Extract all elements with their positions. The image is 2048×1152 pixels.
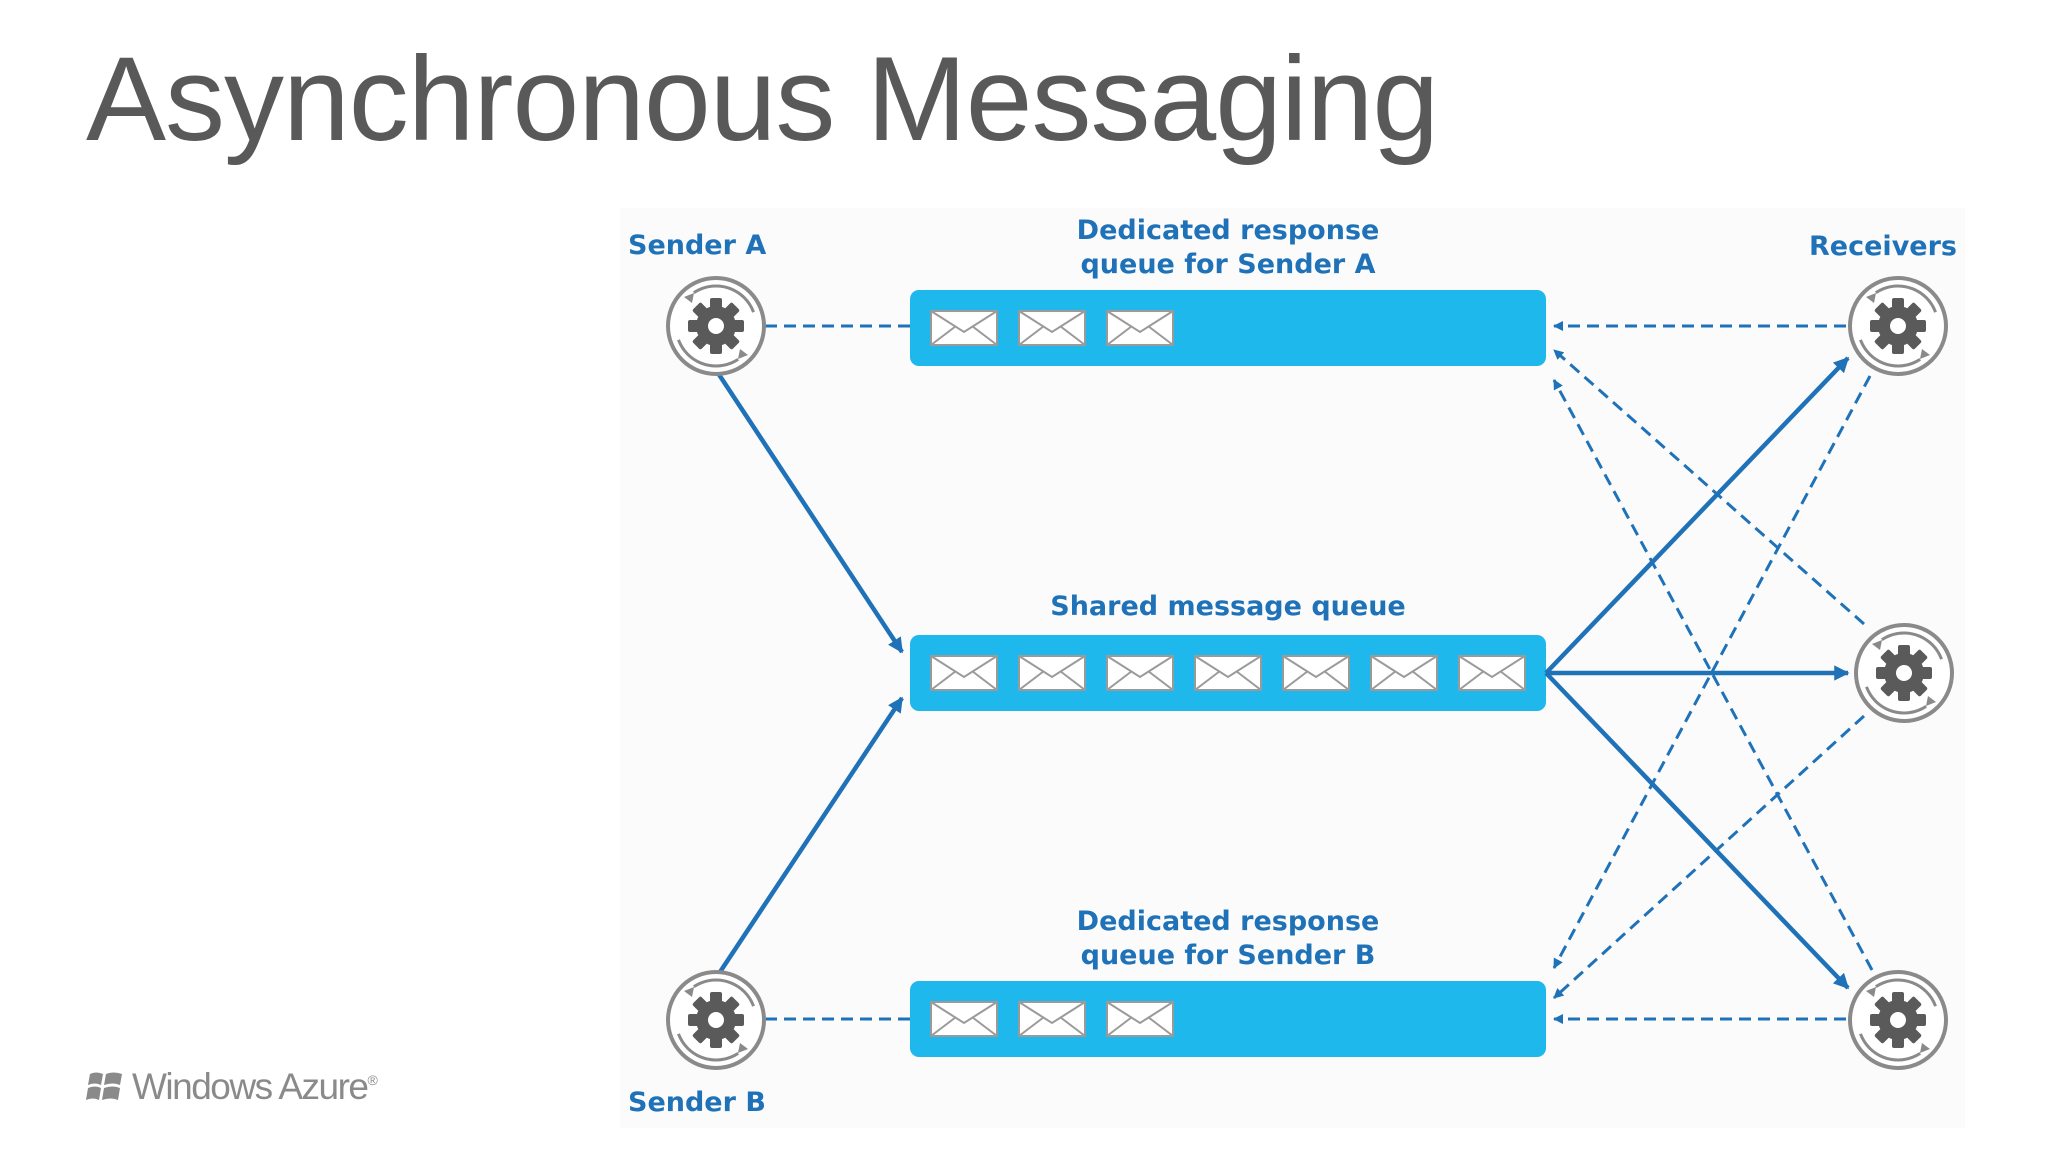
message-icon bbox=[930, 655, 998, 691]
sender-b-gear-icon bbox=[668, 972, 764, 1068]
receiver-2-gear-icon bbox=[1856, 625, 1952, 721]
sender-a-gear-icon bbox=[668, 278, 764, 374]
message-icon bbox=[1106, 1001, 1174, 1037]
diagram-panel: Sender A Sender B Receivers Dedicated re… bbox=[620, 208, 1965, 1128]
sender-a-label: Sender A bbox=[628, 230, 766, 261]
brand-name: Windows Azure bbox=[132, 1066, 369, 1107]
arrow-sender-a-to-shared bbox=[714, 368, 904, 654]
arrow-sender-b-to-shared bbox=[714, 696, 904, 980]
receiver-3-gear-icon bbox=[1850, 972, 1946, 1068]
message-icon bbox=[1106, 310, 1174, 346]
slide-title: Asynchronous Messaging bbox=[86, 32, 1439, 166]
sender-b-label: Sender B bbox=[628, 1087, 766, 1118]
response-queue-a-label: Dedicated response bbox=[1077, 215, 1380, 246]
response-queue-b-label: Dedicated response bbox=[1077, 906, 1380, 937]
response-queue-a-label: queue for Sender A bbox=[1080, 249, 1375, 280]
brand-trademark: ® bbox=[367, 1072, 378, 1088]
arrow-shared-to-receiver-1 bbox=[1544, 356, 1850, 675]
message-icon bbox=[1018, 310, 1086, 346]
message-icon bbox=[1018, 1001, 1086, 1037]
message-icon bbox=[930, 310, 998, 346]
message-icon bbox=[1018, 655, 1086, 691]
message-icon bbox=[1458, 655, 1526, 691]
message-icon bbox=[930, 1001, 998, 1037]
message-icon bbox=[1194, 655, 1262, 691]
message-icon bbox=[1106, 655, 1174, 691]
arrow-receiver-2-to-response-b bbox=[1552, 714, 1866, 1000]
arrow-shared-to-receiver-3 bbox=[1544, 671, 1850, 990]
response-queue-a bbox=[910, 290, 1546, 366]
arrow-receiver-1-to-response-b bbox=[1552, 375, 1872, 969]
response-queue-b bbox=[910, 981, 1546, 1057]
message-icon bbox=[1370, 655, 1438, 691]
messaging-diagram: Sender A Sender B Receivers Dedicated re… bbox=[628, 215, 1957, 1118]
receivers-label: Receivers bbox=[1809, 231, 1957, 262]
message-icon bbox=[1282, 655, 1350, 691]
response-queue-b-label: queue for Sender B bbox=[1081, 940, 1376, 971]
shared-queue-label: Shared message queue bbox=[1050, 591, 1405, 622]
receiver-1-gear-icon bbox=[1850, 278, 1946, 374]
arrow-receiver-2-to-response-a bbox=[1553, 348, 1865, 626]
windows-azure-logo: Windows Azure ® bbox=[86, 1066, 378, 1108]
windows-flag-icon bbox=[86, 1072, 122, 1100]
arrow-receiver-3-to-response-a bbox=[1552, 379, 1874, 971]
